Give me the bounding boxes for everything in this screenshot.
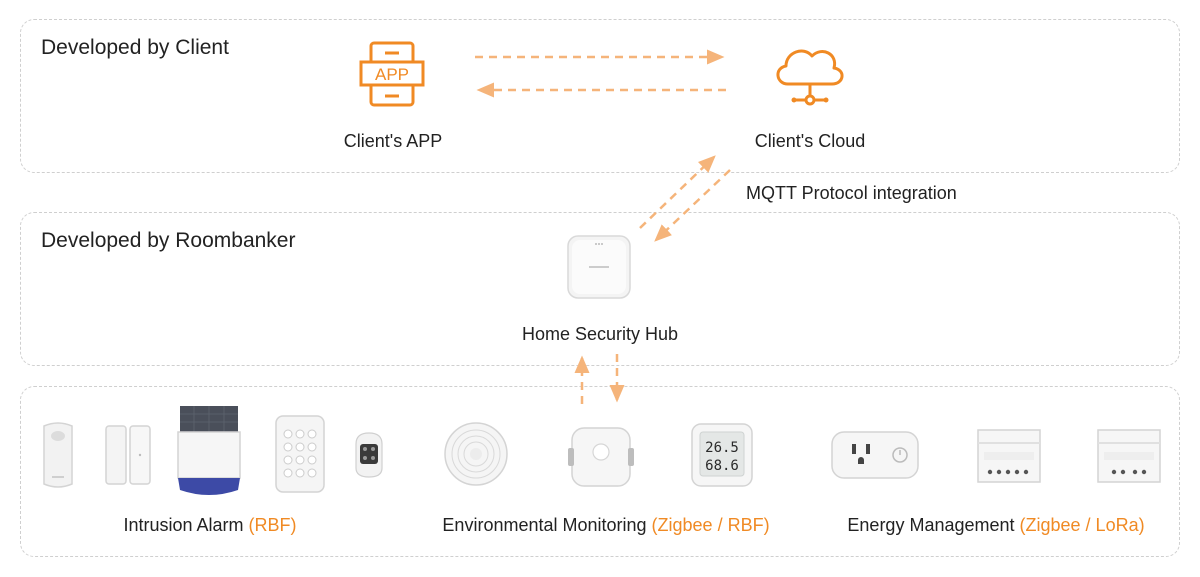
panel-developed-by-client: Developed by Client (20, 19, 1180, 173)
humidity-reading: 68.6 (705, 458, 739, 474)
hub-device (567, 235, 631, 299)
outdoor-siren-device (177, 406, 241, 495)
din-meter-2-device (1097, 429, 1161, 483)
keypad-device (275, 415, 325, 493)
temperature-reading: 26.5 (705, 440, 739, 456)
group-label-environmental-monitoring: Environmental Monitoring (Zigbee / RBF) (442, 515, 769, 536)
client-cloud-label: Client's Cloud (754, 131, 866, 151)
app-icon-text: APP (375, 65, 409, 84)
group-label-intrusion-alarm: Intrusion Alarm (RBF) (123, 515, 296, 536)
cloud-icon (776, 49, 844, 106)
panel-developed-by-roombanker: Developed by Roombanker (20, 212, 1180, 366)
panel-title-roombanker: Developed by Roombanker (41, 229, 296, 252)
smoke-detector-device (444, 422, 508, 486)
motion-sensor-device (43, 422, 73, 488)
mqtt-label: MQTT Protocol integration (746, 183, 957, 203)
door-sensor-device (105, 425, 151, 485)
app-icon: APP (359, 41, 425, 107)
group-name-energy-management: Energy Management (847, 515, 1020, 535)
smart-plug-device (831, 431, 919, 479)
panel-devices (20, 386, 1180, 557)
client-app-label: Client's APP (343, 131, 443, 151)
group-label-energy-management: Energy Management (Zigbee / LoRa) (847, 515, 1144, 536)
group-protocol-intrusion-alarm: (RBF) (248, 515, 297, 535)
sensor-button-device (568, 427, 634, 487)
panel-title-client: Developed by Client (41, 36, 229, 59)
group-protocol-energy-management: (Zigbee / LoRa) (1019, 515, 1145, 535)
din-meter-1-device (977, 429, 1041, 483)
temp-humidity-sensor-device: 26.5 68.6 (691, 423, 753, 487)
group-protocol-environmental-monitoring: (Zigbee / RBF) (651, 515, 770, 535)
group-name-intrusion-alarm: Intrusion Alarm (123, 515, 249, 535)
group-name-environmental-monitoring: Environmental Monitoring (442, 515, 652, 535)
hub-label: Home Security Hub (521, 324, 679, 344)
key-fob-device (355, 432, 383, 478)
